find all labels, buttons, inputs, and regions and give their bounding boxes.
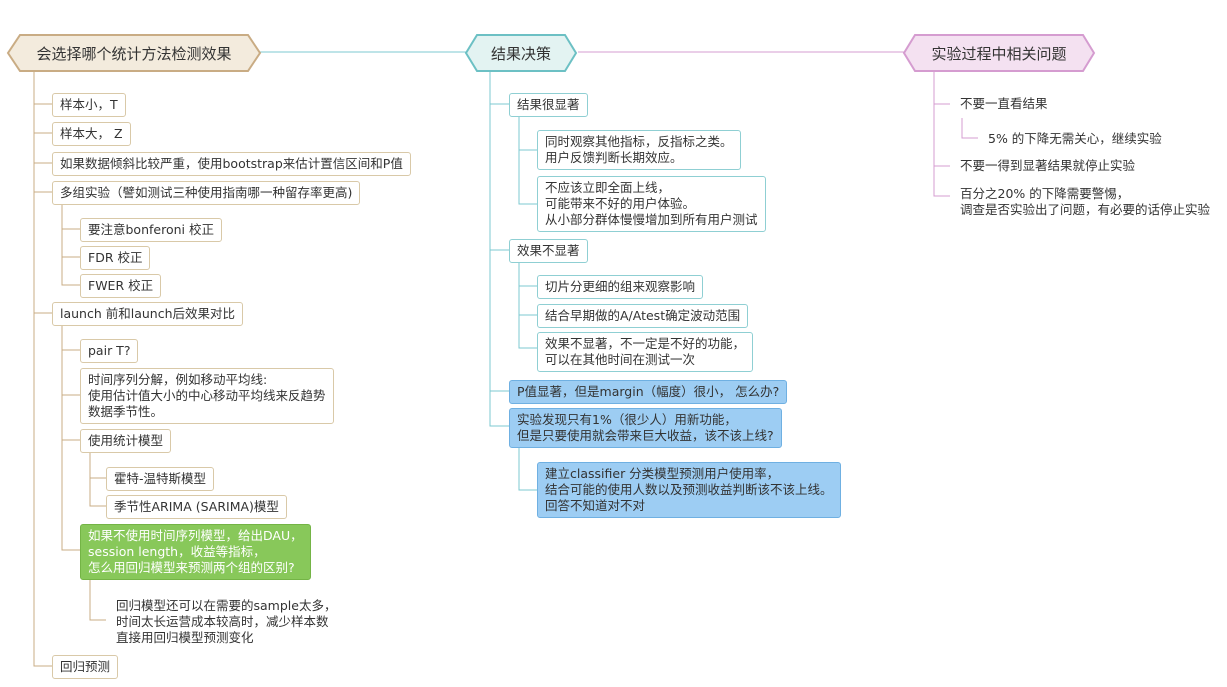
topic-hexagon-shape bbox=[6, 34, 262, 72]
node-regression-question[interactable]: 如果不使用时间序列模型，给出DAU， session length，收益等指标，… bbox=[80, 524, 311, 580]
node-fdr[interactable]: FDR 校正 bbox=[80, 246, 151, 270]
node-bonferoni[interactable]: 要注意bonferoni 校正 bbox=[80, 218, 222, 242]
topic-result-decision[interactable]: 结果决策 bbox=[464, 34, 578, 72]
node-launch-compare[interactable]: launch 前和launch后效果对比 bbox=[52, 302, 244, 326]
item-twenty-percent[interactable]: 百分之20% 的下降需要警惕， 调查是否实验出了问题，有必要的话停止实验 bbox=[960, 186, 1211, 217]
node-slice-groups[interactable]: 切片分更细的组来观察影响 bbox=[537, 275, 704, 299]
item-no-early-stop[interactable]: 不要一得到显著结果就停止实验 bbox=[960, 158, 1136, 173]
node-classifier[interactable]: 建立classifier 分类模型预测用户使用率， 结合可能的使用人数以及预测收… bbox=[537, 462, 841, 518]
topic-label: 结果决策 bbox=[490, 44, 551, 63]
node-few-users[interactable]: 实验发现只有1%（很少人）用新功能， 但是只要使用就会带来巨大收益，该不该上线? bbox=[509, 408, 782, 448]
node-sarima[interactable]: 季节性ARIMA (SARIMA)模型 bbox=[106, 495, 287, 519]
topic-statistical-methods[interactable]: 会选择哪个统计方法检测效果 bbox=[6, 34, 262, 72]
item-five-percent[interactable]: 5% 的下降无需关心，继续实验 bbox=[988, 131, 1162, 146]
topic-experiment-issues[interactable]: 实验过程中相关问题 bbox=[902, 34, 1096, 72]
topic-hexagon-shape bbox=[902, 34, 1096, 72]
node-small-sample[interactable]: 样本小，T bbox=[52, 93, 126, 117]
node-significant[interactable]: 结果很显著 bbox=[509, 93, 588, 117]
node-not-full-launch[interactable]: 不应该立即全面上线， 可能带来不好的用户体验。 从小部分群体慢慢增加到所有用户测… bbox=[537, 176, 766, 232]
node-fwer[interactable]: FWER 校正 bbox=[80, 274, 162, 298]
topic-label: 实验过程中相关问题 bbox=[931, 44, 1067, 63]
node-aa-test[interactable]: 结合早期做的A/Atest确定波动范围 bbox=[537, 304, 749, 328]
topic-label: 会选择哪个统计方法检测效果 bbox=[36, 44, 232, 63]
node-observe-other-metrics[interactable]: 同时观察其他指标，反指标之类。 用户反馈判断长期效应。 bbox=[537, 130, 741, 170]
topic-hexagon-shape bbox=[464, 34, 578, 72]
node-retest[interactable]: 效果不显著，不一定是不好的功能， 可以在其他时间在测试一次 bbox=[537, 332, 754, 372]
node-multi-group[interactable]: 多组实验（譬如测试三种使用指南哪一种留存率更高) bbox=[52, 181, 361, 205]
note-regression: 回归模型还可以在需要的sample太多， 时间太长运营成本较高时，减少样本数 直… bbox=[116, 598, 337, 645]
node-pair-t[interactable]: pair T? bbox=[80, 339, 139, 363]
node-stat-model[interactable]: 使用统计模型 bbox=[80, 429, 172, 453]
node-time-series[interactable]: 时间序列分解，例如移动平均线: 使用估计值大小的中心移动平均线来反趋势 数据季节… bbox=[80, 368, 334, 424]
item-no-peeking[interactable]: 不要一直看结果 bbox=[960, 96, 1048, 111]
node-large-sample[interactable]: 样本大， Z bbox=[52, 122, 131, 146]
node-skewed-bootstrap[interactable]: 如果数据倾斜比较严重，使用bootstrap来估计置信区间和P值 bbox=[52, 152, 411, 176]
node-not-significant[interactable]: 效果不显著 bbox=[509, 239, 588, 263]
node-p-margin[interactable]: P值显著，但是margin（幅度）很小， 怎么办? bbox=[509, 380, 788, 404]
node-holt-winters[interactable]: 霍特-温特斯模型 bbox=[106, 467, 215, 491]
node-regression-predict[interactable]: 回归预测 bbox=[52, 655, 119, 679]
